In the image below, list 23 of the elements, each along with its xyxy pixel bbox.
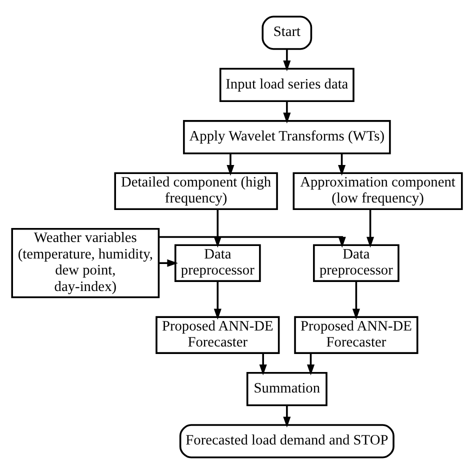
node-box: Input load series data bbox=[219, 68, 354, 102]
node-box: Start bbox=[262, 16, 312, 50]
node-box: Approximation component (low frequency) bbox=[292, 172, 463, 210]
arrow bbox=[259, 353, 267, 376]
node-box: Detailed component (high frequency) bbox=[114, 172, 278, 210]
node-box: Weather variables (temperature, humidity, dew point, day-index) bbox=[11, 228, 160, 298]
arrow bbox=[226, 153, 234, 176]
arrow bbox=[352, 281, 360, 320]
arrow bbox=[306, 353, 315, 376]
arrow bbox=[214, 281, 222, 320]
node-box: Data preprocessor bbox=[174, 244, 261, 282]
arrow bbox=[283, 405, 291, 428]
arrow bbox=[338, 153, 346, 176]
arrow bbox=[283, 101, 291, 124]
node-box: Proposed ANN-DE Forecaster bbox=[156, 316, 280, 354]
node-box: Apply Wavelet Transforms (WTs) bbox=[183, 120, 391, 154]
node-box: Forecasted load demand and STOP bbox=[179, 424, 394, 458]
node-box: Summation bbox=[246, 372, 328, 406]
node-box: Data preprocessor bbox=[313, 244, 400, 282]
arrow bbox=[283, 49, 291, 72]
arrow bbox=[366, 209, 374, 248]
arrow bbox=[158, 259, 178, 267]
node-box: Proposed ANN-DE Forecaster bbox=[294, 316, 418, 354]
